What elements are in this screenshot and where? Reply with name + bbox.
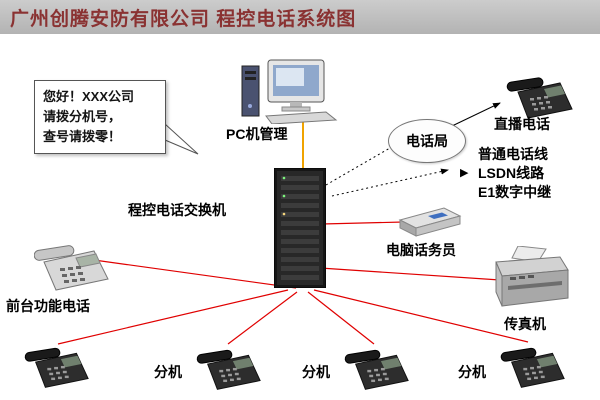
computer-operator-device bbox=[396, 204, 464, 238]
callout-tail bbox=[164, 122, 199, 155]
extension-phone-4 bbox=[500, 338, 568, 390]
extension-phone-1 bbox=[24, 338, 92, 390]
extension-phone-3 bbox=[344, 340, 412, 392]
pc-workstation bbox=[238, 58, 344, 124]
extension-phone-2 bbox=[196, 340, 264, 392]
pc-label: PC机管理 bbox=[226, 126, 288, 142]
arrow-right-icon: ▶ bbox=[460, 167, 469, 179]
title-bar: 广州创腾安防有限公司 程控电话系统图 bbox=[0, 0, 600, 34]
callout-line: 查号请拨零！ bbox=[43, 129, 122, 145]
greeting-callout: 您好！XXX公司 请拨分机号， 查号请拨零！ bbox=[34, 80, 166, 155]
telecom-to-phone-arrow bbox=[451, 102, 501, 127]
fax-label: 传真机 bbox=[504, 316, 546, 332]
rack-icon bbox=[274, 168, 326, 288]
phone-icon bbox=[34, 234, 112, 292]
extension-label-1: 分机 bbox=[154, 364, 182, 380]
extension-label-3: 分机 bbox=[458, 364, 486, 380]
fax-machine bbox=[488, 246, 572, 314]
phone-icon bbox=[196, 340, 264, 392]
pbx-switch-cabinet bbox=[274, 168, 326, 288]
pc-icon bbox=[238, 58, 344, 124]
phone-icon bbox=[344, 340, 412, 392]
switch-label: 程控电话交换机 bbox=[128, 202, 226, 218]
front-desk-phone bbox=[34, 234, 112, 292]
e1-line-label: E1数字中继 bbox=[478, 184, 552, 200]
phone-icon bbox=[24, 338, 92, 390]
callout-line: 您好！XXX公司 bbox=[43, 89, 135, 104]
direct-dial-phone bbox=[506, 68, 576, 120]
lsdn-line-label: LSDN线路 bbox=[478, 165, 545, 181]
extension-label-2: 分机 bbox=[302, 364, 330, 380]
front-desk-label: 前台功能电话 bbox=[6, 298, 90, 314]
direct-phone-label: 直播电话 bbox=[494, 116, 550, 132]
operator-label: 电脑话务员 bbox=[386, 242, 456, 258]
phone-icon bbox=[500, 338, 568, 390]
page-title: 广州创腾安防有限公司 程控电话系统图 bbox=[10, 8, 357, 30]
telecom-office-label: 电话局 bbox=[406, 133, 448, 149]
phone-icon bbox=[506, 68, 576, 120]
telecom-office-node: 电话局 bbox=[388, 119, 466, 163]
modem-icon bbox=[396, 204, 464, 238]
ordinary-line-label: 普通电话线 bbox=[478, 146, 548, 162]
fax-icon bbox=[488, 246, 572, 314]
callout-line: 请拨分机号， bbox=[43, 109, 122, 125]
